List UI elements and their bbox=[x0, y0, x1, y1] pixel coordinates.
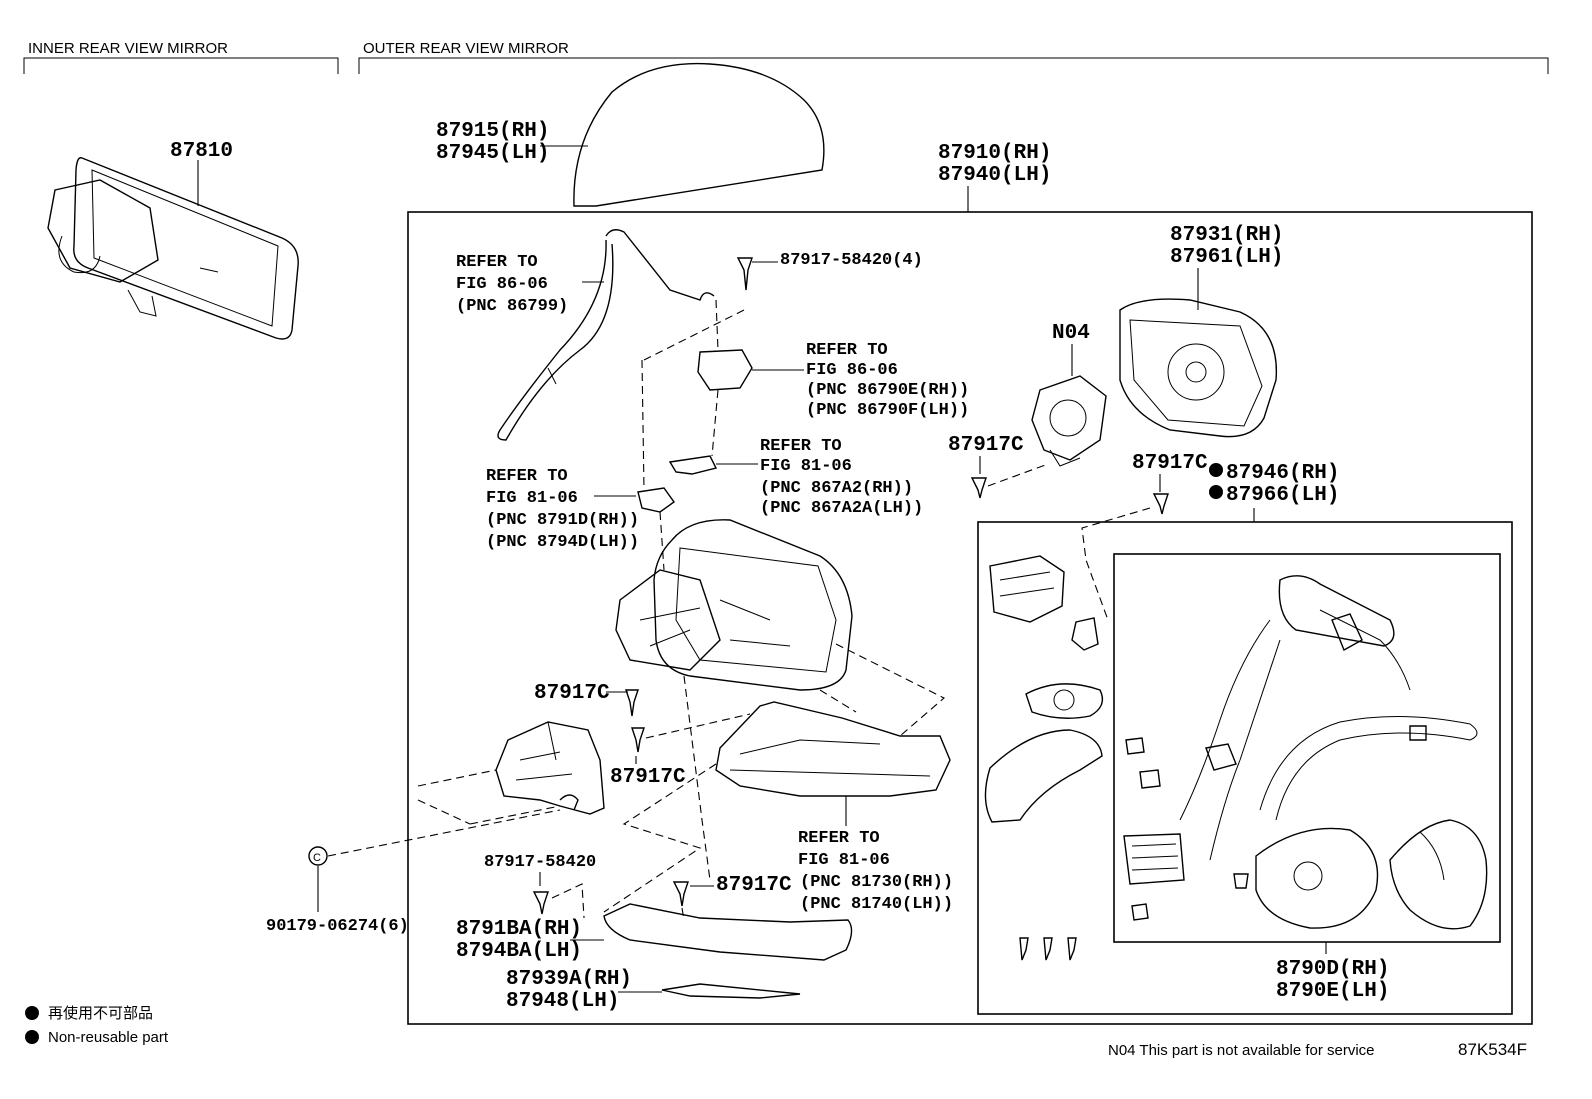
label-87917C-3: 87917C bbox=[716, 874, 792, 897]
screw-top-drawing bbox=[736, 257, 753, 291]
mirror-glass-drawing bbox=[1119, 298, 1278, 438]
clip-symbol: C bbox=[313, 852, 321, 864]
ref5-line2: FIG 81-06 bbox=[798, 851, 890, 870]
label-8790E: 8790E(LH) bbox=[1276, 980, 1389, 1003]
label-8794BA: 8794BA(LH) bbox=[456, 940, 582, 963]
ref5-line3: (PNC 81730(RH)) bbox=[800, 873, 953, 892]
label-87940: 87940(LH) bbox=[938, 164, 1051, 187]
legend-dot-en bbox=[25, 1030, 39, 1044]
ref4-line2: FIG 81-06 bbox=[486, 489, 578, 508]
label-87931: 87931(RH) bbox=[1170, 224, 1283, 247]
label-87915: 87915(RH) bbox=[436, 120, 549, 143]
legend-jp: 再使用不可部品 bbox=[48, 1005, 153, 1022]
label-8790D: 8790D(RH) bbox=[1276, 958, 1389, 981]
label-8791BA: 8791BA(RH) bbox=[456, 918, 582, 941]
harness-drawing bbox=[497, 229, 715, 441]
inner-mirror-drawing bbox=[47, 157, 299, 340]
label-87948: 87948(LH) bbox=[506, 990, 619, 1013]
ref3-line3: (PNC 867A2(RH)) bbox=[760, 479, 913, 498]
screw-bottom-drawing bbox=[532, 891, 549, 915]
ref1-line1: REFER TO bbox=[456, 253, 538, 272]
sub-kit-parts bbox=[1123, 575, 1488, 930]
label-87917C-2: 87917C bbox=[610, 766, 686, 789]
mirror-cover-drawing bbox=[573, 62, 825, 207]
label-87917C-5: 87917C bbox=[1132, 452, 1208, 475]
ref5-line4: (PNC 81740(LH)) bbox=[800, 895, 953, 914]
connector-86790-drawing bbox=[697, 349, 753, 391]
kit-box bbox=[977, 521, 1513, 1015]
label-87810: 87810 bbox=[170, 140, 233, 163]
part-8791D-drawing bbox=[637, 487, 675, 513]
ref4-line3: (PNC 8791D(RH)) bbox=[486, 511, 639, 530]
mirror-housing-drawing bbox=[615, 519, 853, 691]
label-87966: 87966(LH) bbox=[1226, 484, 1339, 507]
non-reusable-dot-lh bbox=[1209, 485, 1223, 499]
screw-c2-drawing bbox=[631, 727, 645, 753]
ref5-line1: REFER TO bbox=[798, 829, 880, 848]
bracket-867A2-drawing bbox=[668, 455, 718, 475]
label-87910: 87910(RH) bbox=[938, 142, 1051, 165]
ref3-line4: (PNC 867A2A(LH)) bbox=[760, 499, 923, 518]
header-outer-mirror: OUTER REAR VIEW MIRROR bbox=[363, 40, 569, 57]
legend-en: Non-reusable part bbox=[48, 1029, 169, 1046]
ref4-line4: (PNC 8794D(LH)) bbox=[486, 533, 639, 552]
ref2-line2: FIG 86-06 bbox=[806, 361, 898, 380]
screw-c5-drawing bbox=[1152, 493, 1169, 515]
screw-c3-drawing bbox=[672, 881, 689, 907]
label-90179-06274: 90179-06274(6) bbox=[266, 917, 409, 936]
label-87945: 87945(LH) bbox=[436, 142, 549, 165]
seal-drawing bbox=[661, 983, 801, 999]
figure-code: 87K534F bbox=[1458, 1040, 1527, 1059]
label-87917-58420: 87917-58420 bbox=[484, 853, 596, 872]
screw-c4-drawing bbox=[970, 477, 987, 499]
sub-kit-box bbox=[1113, 553, 1501, 943]
mirror-motor-drawing bbox=[1031, 375, 1107, 467]
label-87917-58420-4: 87917-58420(4) bbox=[780, 251, 923, 270]
mirror-arm-drawing bbox=[715, 701, 951, 797]
kit-parts-left bbox=[984, 555, 1104, 961]
footer-note: N04 This part is not available for servi… bbox=[1108, 1042, 1375, 1059]
ref1-line2: FIG 86-06 bbox=[456, 275, 548, 294]
header-inner-mirror: INNER REAR VIEW MIRROR bbox=[28, 40, 228, 57]
label-N04: N04 bbox=[1052, 322, 1090, 345]
mirror-base-drawing bbox=[495, 721, 605, 815]
label-87946: 87946(RH) bbox=[1226, 462, 1339, 485]
bracket-inner bbox=[23, 57, 339, 74]
label-87917C-1: 87917C bbox=[534, 682, 610, 705]
ref1-line3: (PNC 86799) bbox=[456, 297, 568, 316]
ref2-line1: REFER TO bbox=[806, 341, 888, 360]
ref2-line4: (PNC 86790F(LH)) bbox=[806, 401, 969, 420]
lower-cover-drawing bbox=[603, 903, 853, 961]
bracket-outer bbox=[358, 57, 1549, 74]
assembly-box bbox=[407, 211, 1533, 1025]
label-87961: 87961(LH) bbox=[1170, 246, 1283, 269]
non-reusable-dot-rh bbox=[1209, 463, 1223, 477]
ref2-line3: (PNC 86790E(RH)) bbox=[806, 381, 969, 400]
ref3-line2: FIG 81-06 bbox=[760, 457, 852, 476]
ref3-line1: REFER TO bbox=[760, 437, 842, 456]
ref4-line1: REFER TO bbox=[486, 467, 568, 486]
label-87917C-4: 87917C bbox=[948, 434, 1024, 457]
legend-dot-jp bbox=[25, 1006, 39, 1020]
label-87939A: 87939A(RH) bbox=[506, 968, 632, 991]
clip-drawing bbox=[308, 846, 328, 866]
screw-c1-drawing bbox=[625, 689, 639, 717]
